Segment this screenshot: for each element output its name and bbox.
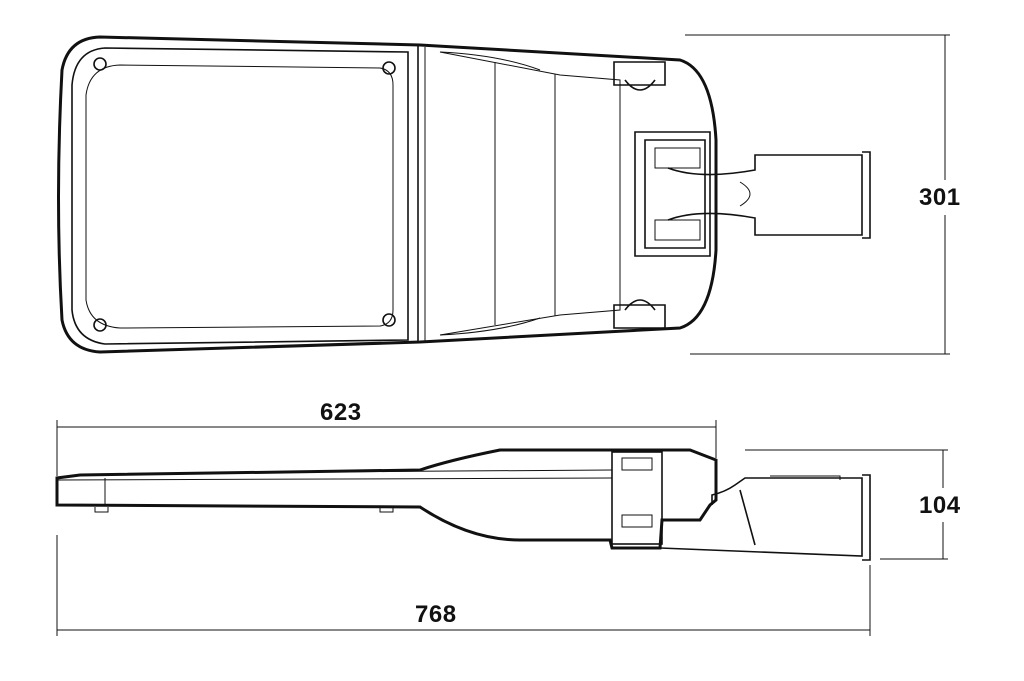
side-view <box>55 448 871 561</box>
dimension-body-length: 623 <box>320 399 362 426</box>
top-clip <box>613 61 666 91</box>
side-view-body <box>55 448 718 550</box>
side-clip <box>611 451 663 545</box>
mounting-arm <box>667 154 863 236</box>
screws <box>93 57 396 332</box>
bottom-clip <box>613 299 666 329</box>
top-view-outline <box>57 35 718 354</box>
lens-outer <box>71 47 409 345</box>
dimension-lines <box>56 34 950 636</box>
bracket-mount <box>634 131 711 257</box>
top-view <box>57 35 871 354</box>
dimension-width-top: 301 <box>919 184 961 211</box>
dimension-height-side: 104 <box>919 492 961 519</box>
dimension-total-length: 768 <box>415 601 457 628</box>
driver-housing <box>439 51 621 336</box>
side-arm <box>659 477 863 557</box>
lens-inner <box>85 64 394 329</box>
